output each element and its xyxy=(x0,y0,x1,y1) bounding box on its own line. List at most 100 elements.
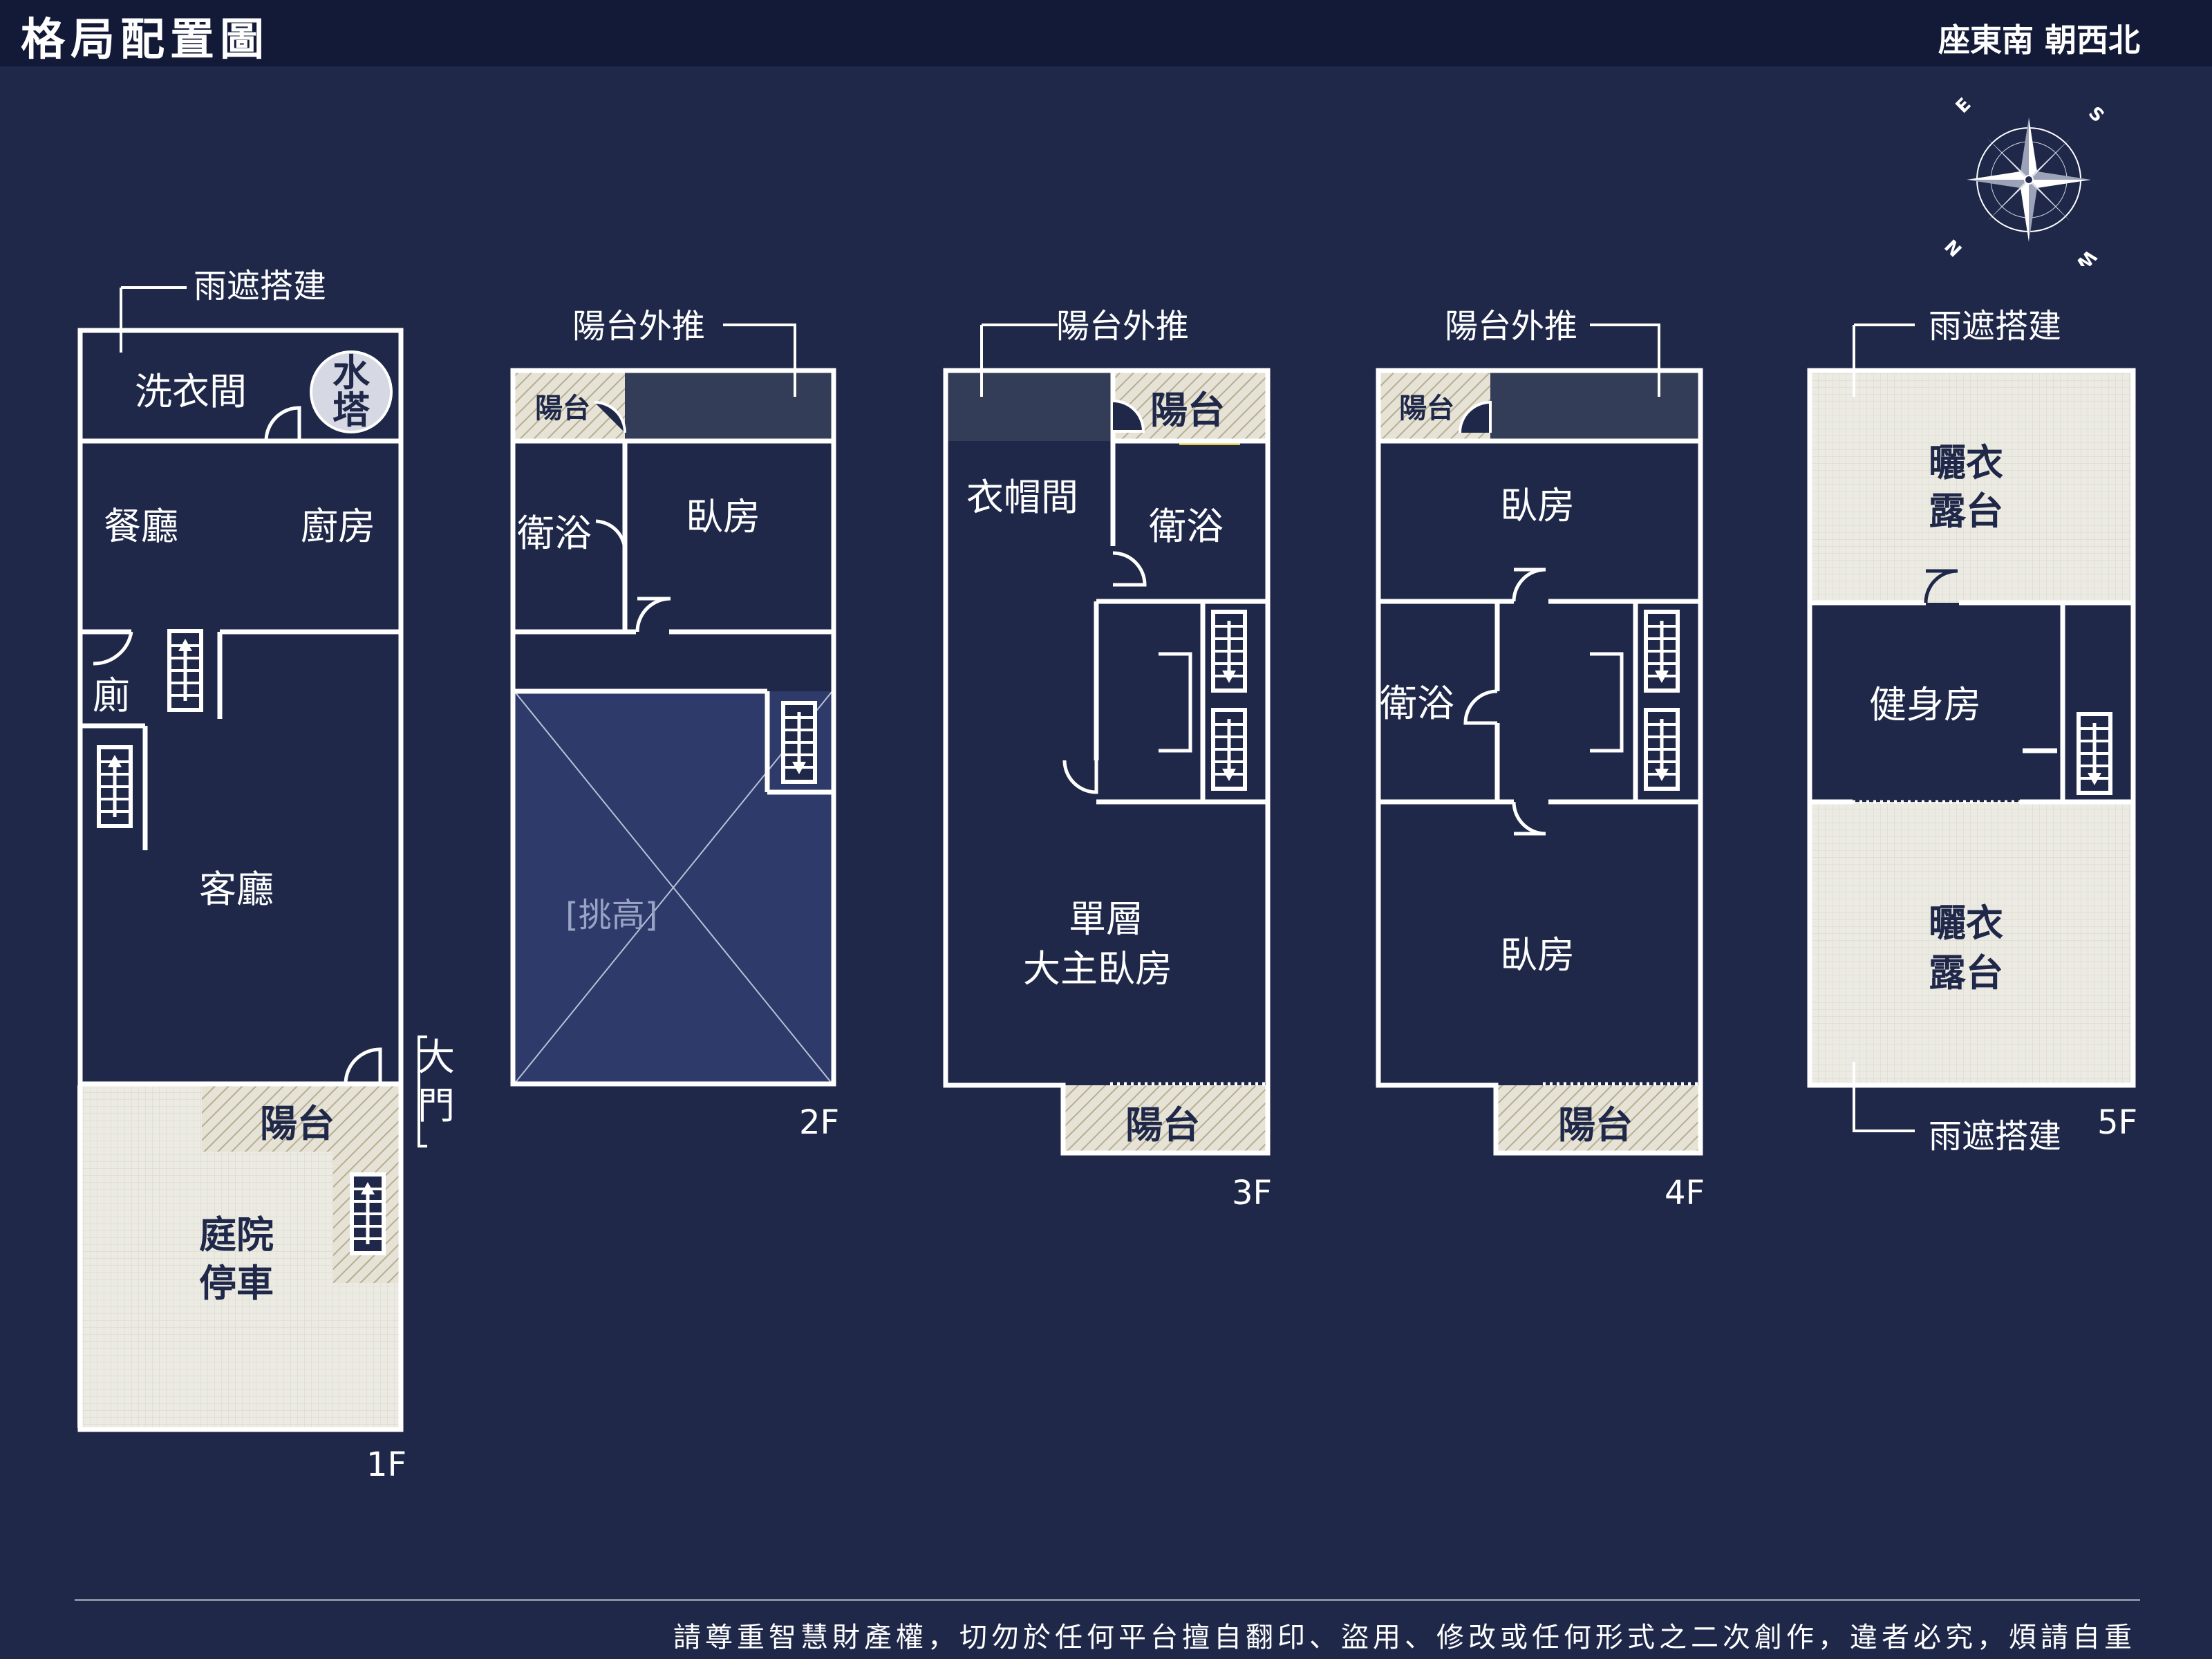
room-bedroom-4f-bottom: 臥房 xyxy=(1500,933,1575,977)
compass-point-diag2 xyxy=(2029,138,2070,180)
room-terrace-top-1: 曬衣 xyxy=(1929,441,2003,485)
stairs-4f-a xyxy=(1644,610,1680,693)
floor-5f: 雨遮搭建 曬衣 露台 健身房 曬衣 露台 雨遮搭建 5F xyxy=(1807,307,2137,1156)
walls-2f xyxy=(510,368,836,1087)
balcony-1f xyxy=(202,1085,402,1152)
door-terrace-5f xyxy=(1924,569,1958,603)
room-terrace-top-2: 露台 xyxy=(1929,489,2003,533)
extended-balcony-4f xyxy=(1490,372,1698,441)
room-bedroom-4f-top: 臥房 xyxy=(1500,484,1575,527)
door-bath-4f xyxy=(1463,689,1498,725)
compass-point-right xyxy=(2029,180,2091,188)
compass-rose-icon: E S N W xyxy=(1942,94,2108,266)
compass-point-left-shade xyxy=(1967,180,2029,188)
terrace-5f-top xyxy=(1811,372,2132,603)
door-bedroom-2f xyxy=(635,597,671,632)
water-tower xyxy=(310,350,393,433)
note-5f-top: 雨遮搭建 xyxy=(1929,307,2061,346)
floor-label-1f: 1F xyxy=(366,1445,406,1484)
note-leader-1f xyxy=(120,286,187,353)
void-label: [挑高] xyxy=(565,896,657,935)
floor-2f: 陽台外推 陽台 衛浴 臥房 [挑高] 2F xyxy=(510,307,839,1142)
stairs-5f xyxy=(2077,712,2112,795)
copyright-notice: 請尊重智慧財產權，切勿於任何平台擅自翻印、盜用、修改或任何形式之二次創作，違者必… xyxy=(673,1622,2136,1653)
note-1f: 雨遮搭建 xyxy=(194,267,326,306)
compass-point-diag4 xyxy=(2029,180,2070,221)
room-balcony-4f-bottom: 陽台 xyxy=(1558,1103,1633,1147)
floor-4f: 陽台外推 陽台 臥房 衛浴 臥房 陽台 4F xyxy=(1376,307,1705,1212)
floor-1f: 雨遮搭建 水 塔 洗衣間 餐廳 廚房 廁 客廳 陽台 庭院 停車 大 門 1F xyxy=(77,267,455,1484)
floor-3f: 陽台外推 陽台 衣帽間 衛浴 單層 大主臥房 陽台 3F xyxy=(943,307,1272,1212)
door-balcony-2f xyxy=(594,401,626,433)
room-dining: 餐廳 xyxy=(104,505,178,548)
stairs-3f-b xyxy=(1211,708,1247,791)
walls-5f xyxy=(1807,368,2136,1088)
compass-point-diag3 xyxy=(1987,180,2029,221)
note-leader-3f xyxy=(980,324,1058,397)
room-bath-2f: 衛浴 xyxy=(517,512,592,555)
room-master-1: 單層 xyxy=(1069,897,1143,941)
door-bedroom-4f-top xyxy=(1512,568,1546,602)
main-door-label-2: 門 xyxy=(418,1084,455,1127)
floor-label-5f: 5F xyxy=(2097,1103,2137,1142)
terrace-5f-bottom xyxy=(1811,802,2132,1085)
stairs-1f-c xyxy=(350,1172,386,1255)
stair-rail-3f xyxy=(1159,652,1192,753)
floor-label-4f: 4F xyxy=(1665,1174,1705,1212)
note-3f: 陽台外推 xyxy=(1056,307,1189,346)
stairs-2f xyxy=(781,701,817,784)
water-tower-label-2: 塔 xyxy=(332,388,371,432)
room-kitchen: 廚房 xyxy=(301,505,375,548)
note-5f-bottom: 雨遮搭建 xyxy=(1929,1117,2061,1156)
room-bath-4f: 衛浴 xyxy=(1380,682,1454,725)
room-terrace-bottom-2: 露台 xyxy=(1929,951,2003,995)
door-bracket xyxy=(418,1035,427,1147)
stairs-1f-a xyxy=(167,629,203,712)
room-toilet: 廁 xyxy=(93,674,130,718)
stair-rail-4f xyxy=(1590,652,1624,753)
header-bar xyxy=(0,0,2212,66)
stairs-1f-b xyxy=(97,745,133,828)
compass-point-bottom-shade xyxy=(2029,180,2037,242)
door-laundry xyxy=(264,406,301,442)
door-bath-3f xyxy=(1112,551,1147,587)
room-balcony-3f-top: 陽台 xyxy=(1150,388,1225,432)
stairs-4f-b xyxy=(1644,708,1680,791)
walls-4f xyxy=(1376,368,1703,1156)
door-balcony-4f xyxy=(1459,400,1492,433)
floor-label-3f: 3F xyxy=(1232,1174,1272,1212)
footer-divider xyxy=(75,1599,2140,1601)
room-closet: 衣帽間 xyxy=(966,476,1078,519)
room-master-2: 大主臥房 xyxy=(1023,947,1172,991)
compass-center xyxy=(2024,175,2034,185)
compass-point-left xyxy=(1967,171,2029,180)
room-yard-1: 庭院 xyxy=(199,1213,274,1257)
room-balcony-2f: 陽台 xyxy=(535,393,590,424)
room-balcony-1f: 陽台 xyxy=(260,1102,335,1145)
note-leader-4f xyxy=(1590,324,1660,397)
room-bath-3f: 衛浴 xyxy=(1149,505,1224,548)
extended-balcony-3f xyxy=(947,372,1113,441)
floor-label-2f: 2F xyxy=(799,1103,839,1142)
room-terrace-bottom-1: 曬衣 xyxy=(1929,901,2003,945)
note-2f: 陽台外推 xyxy=(572,307,705,346)
compass-point-right-shade xyxy=(2029,171,2091,180)
compass-point-bottom xyxy=(2021,180,2029,242)
page-title: 格局配置圖 xyxy=(21,15,270,66)
door-toilet xyxy=(93,631,133,666)
balcony-3f-bottom xyxy=(1065,1085,1266,1153)
note-leader-5f-bottom xyxy=(1853,1062,1915,1132)
extended-balcony-2f xyxy=(625,372,832,441)
balcony-4f-bottom xyxy=(1497,1085,1699,1153)
door-balcony-3f xyxy=(1112,400,1145,433)
room-bedroom-2f: 臥房 xyxy=(686,495,760,538)
door-main xyxy=(344,1047,382,1085)
room-balcony-3f-bottom: 陽台 xyxy=(1125,1103,1200,1147)
room-yard-2: 停車 xyxy=(199,1262,274,1305)
room-balcony-4f-top: 陽台 xyxy=(1399,393,1454,424)
stairs-3f-a xyxy=(1211,610,1247,693)
orientation-label: 座東南 朝西北 xyxy=(1938,21,2140,59)
room-living: 客廳 xyxy=(199,868,274,911)
compass-point-top xyxy=(2029,118,2037,180)
